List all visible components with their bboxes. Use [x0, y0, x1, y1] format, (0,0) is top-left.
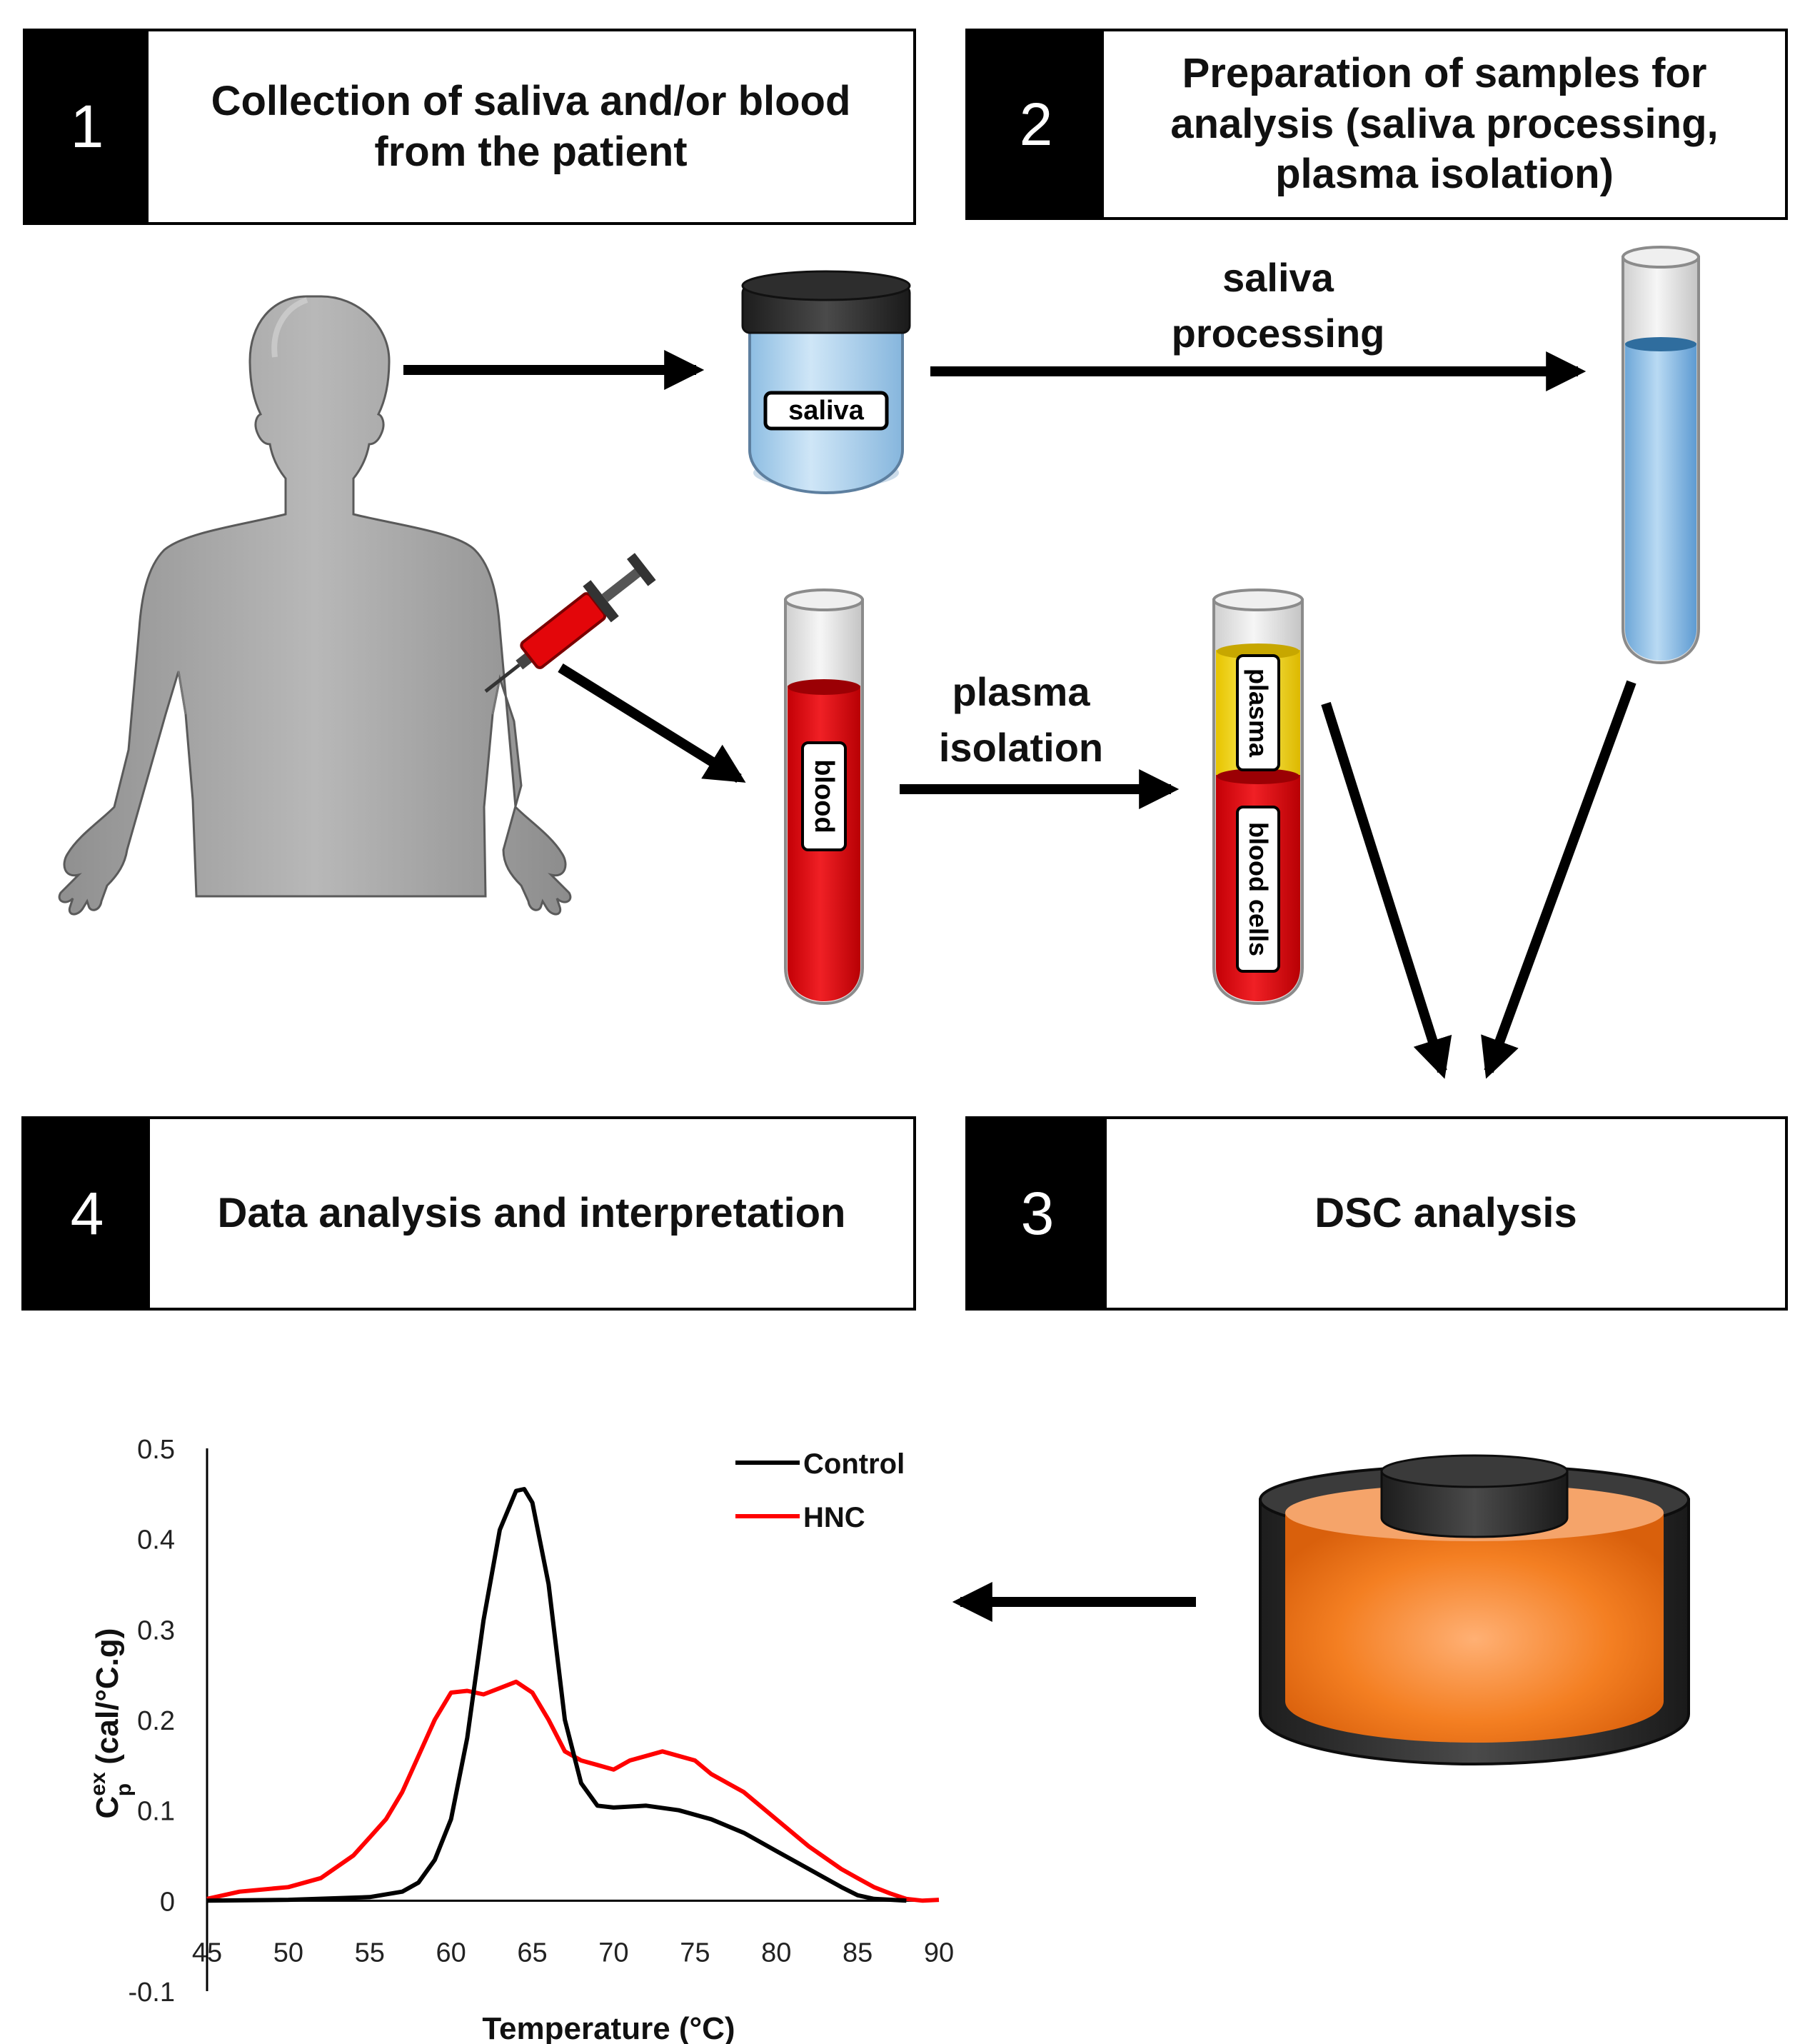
- step-text: Preparation of samples for analysis (sal…: [1170, 49, 1719, 198]
- series-line-control: [206, 1487, 907, 1903]
- separated-tube-icon: plasma blood cells: [1212, 588, 1304, 1006]
- saliva-tube-icon: [1622, 246, 1700, 665]
- x-tick-label: 85: [843, 1938, 873, 1968]
- saliva-processing-label: saliva processing: [1171, 255, 1385, 356]
- legend-label: HNC: [803, 1502, 865, 1533]
- y-tick-label: 0.5: [137, 1435, 175, 1465]
- x-tick-label: 50: [273, 1938, 303, 1968]
- x-tick-label: 45: [192, 1938, 222, 1968]
- step-number: 2: [968, 31, 1104, 217]
- step-4-box: 4 Data analysis and interpretation: [21, 1116, 916, 1311]
- syringe-icon: [484, 553, 656, 693]
- arrow-saliva-to-dsc: [1481, 680, 1636, 1079]
- y-tick-label: -0.1: [129, 1978, 175, 2008]
- x-axis-label: Temperature (°C): [482, 2011, 735, 2044]
- y-tick-label: 0.4: [137, 1526, 175, 1555]
- x-tick-label: 90: [924, 1938, 954, 1968]
- blood-tube-label: blood: [809, 759, 839, 833]
- step-1-box: 1 Collection of saliva and/or blood from…: [23, 29, 916, 225]
- plasma-label: plasma: [1244, 668, 1273, 758]
- arrow-plasma-to-dsc: [1321, 701, 1452, 1079]
- saliva-jar-icon: saliva: [741, 270, 911, 495]
- x-tick-label: 65: [517, 1938, 547, 1968]
- saliva-jar-label: saliva: [788, 396, 865, 426]
- step-number: 3: [968, 1119, 1107, 1308]
- series-line-hnc: [206, 1679, 940, 1903]
- x-tick-label: 55: [355, 1938, 385, 1968]
- step-3-box: 3 DSC analysis: [965, 1116, 1788, 1311]
- step-text: DSC analysis: [1314, 1189, 1577, 1236]
- blood-cells-label: blood cells: [1244, 822, 1273, 956]
- x-tick-label: 60: [436, 1938, 466, 1968]
- y-tick-label: 0.3: [137, 1615, 175, 1645]
- legend-label: Control: [803, 1448, 905, 1480]
- x-tick-label: 75: [680, 1938, 710, 1968]
- plasma-isolation-label: plasma isolation: [938, 669, 1104, 771]
- step-text: Collection of saliva and/or blood from t…: [211, 77, 851, 175]
- y-tick-label: 0.2: [137, 1706, 175, 1736]
- x-tick-label: 70: [598, 1938, 628, 1968]
- x-tick-label: 80: [761, 1938, 791, 1968]
- arrow-to-blood: [558, 663, 746, 783]
- calorimeter-icon: [1259, 1454, 1690, 1766]
- step-number: 4: [24, 1119, 150, 1308]
- human-silhouette-icon: [58, 295, 572, 916]
- blood-tube-icon: blood: [784, 588, 864, 1006]
- step-text: Data analysis and interpretation: [217, 1189, 846, 1236]
- y-tick-label: 0.1: [137, 1797, 175, 1827]
- step-2-box: 2 Preparation of samples for analysis (s…: [965, 29, 1788, 220]
- step-number: 1: [26, 31, 149, 222]
- y-tick-label: 0: [160, 1887, 175, 1917]
